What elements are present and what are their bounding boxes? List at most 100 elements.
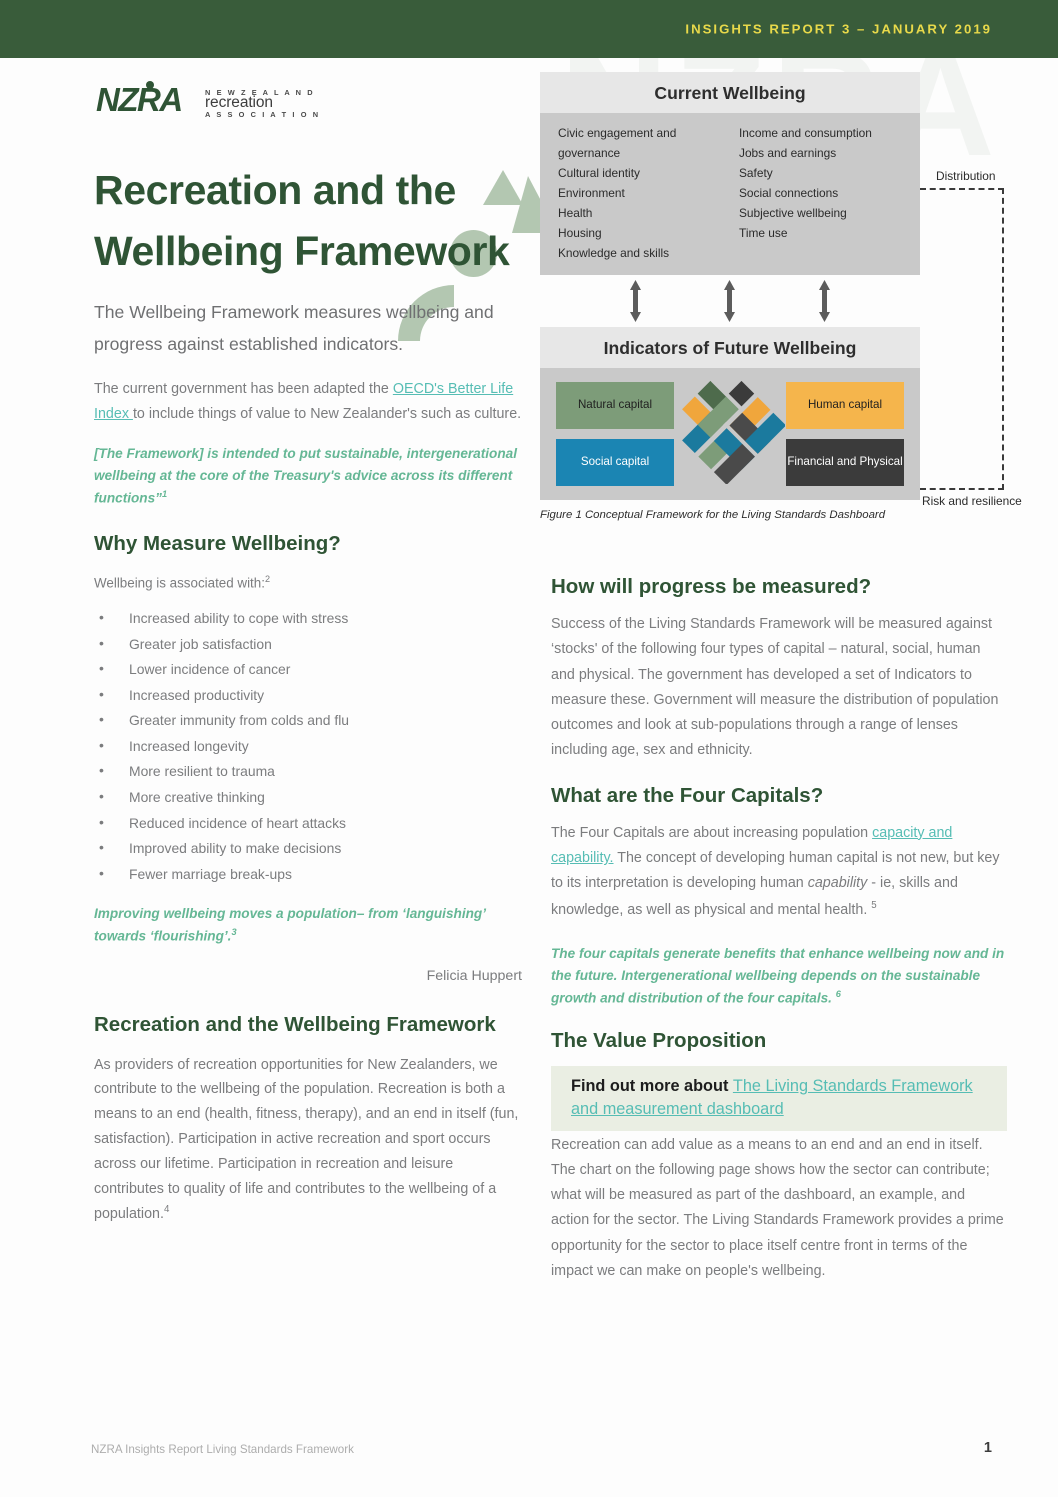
indicator-item: Knowledge and skills xyxy=(558,246,670,260)
figure-living-standards: Current Wellbeing Civic engagement and g… xyxy=(540,72,1022,521)
header-banner: INSIGHTS REPORT 3 – JANUARY 2019 xyxy=(0,0,1058,58)
indicator-item: Social connections xyxy=(739,186,839,200)
list-item: Greater job satisfaction xyxy=(94,631,522,658)
current-wellbeing-title: Current Wellbeing xyxy=(540,72,920,113)
list-item: Fewer marriage break-ups xyxy=(94,861,522,888)
indicator-item: Civic engagement and governance xyxy=(558,126,677,160)
logo-line-3: A S S O C I A T I O N xyxy=(205,109,321,119)
page-title: Recreation and the Wellbeing Framework xyxy=(94,167,510,274)
pullquote-framework: [The Framework] is intended to put susta… xyxy=(94,443,522,510)
left-column: Recreation and the Wellbeing Framework T… xyxy=(94,160,522,1243)
indicator-item: Cultural identity xyxy=(558,166,640,180)
current-wellbeing-body: Civic engagement and governance Cultural… xyxy=(540,113,920,275)
figure-diagram: Current Wellbeing Civic engagement and g… xyxy=(540,72,1022,508)
indicator-item: Time use xyxy=(739,226,788,240)
list-item: More resilient to trauma xyxy=(94,758,522,785)
recreation-paragraph-text: As providers of recreation opportunities… xyxy=(94,1056,519,1222)
list-item: Lower incidence of cancer xyxy=(94,656,522,683)
living-standards-dashboard-link[interactable]: The Living Standards Framework and measu… xyxy=(571,1077,973,1119)
double-arrow-icon xyxy=(819,280,831,322)
indicator-item: Housing xyxy=(558,226,602,240)
four-capitals-ref: 5 xyxy=(871,899,877,911)
pullquote-flourishing: Improving wellbeing moves a population– … xyxy=(94,903,522,948)
progress-paragraph: Success of the Living Standards Framewor… xyxy=(551,616,999,759)
oecd-link[interactable]: OECD's Better Life Index xyxy=(94,380,514,422)
double-arrow-icon xyxy=(629,280,641,322)
heading-progress-measured: How will progress be measured? xyxy=(551,575,872,598)
future-wellbeing-body: Natural capital Social capital Human cap… xyxy=(540,368,920,500)
indicator-item: Health xyxy=(558,206,593,220)
nzra-logo: NZRA N E W Z E A L A N D recreation A S … xyxy=(96,81,320,122)
logo-wordmark: N E W Z E A L A N D recreation A S S O C… xyxy=(205,88,320,118)
logo-line-2: recreation xyxy=(205,94,273,112)
pullquote-four-capitals: The four capitals generate benefits that… xyxy=(551,943,1007,1010)
indicator-item: Income and consumption xyxy=(739,126,872,140)
runner-head-icon xyxy=(146,81,154,89)
intro-paragraph: The current government has been adapted … xyxy=(94,377,522,427)
footer-text: NZRA Insights Report Living Standards Fr… xyxy=(91,1443,354,1456)
associated-with-text: Wellbeing is associated with: xyxy=(94,575,265,591)
recreation-paragraph-ref: 4 xyxy=(163,1204,170,1216)
pullquote-four-capitals-ref: 6 xyxy=(835,988,841,999)
indicator-item: Jobs and earnings xyxy=(739,146,837,160)
pullquote-framework-text: [The Framework] is intended to put susta… xyxy=(94,445,517,506)
four-capitals-weave-icon xyxy=(682,380,785,484)
intro-text-a: The current government has been adapted … xyxy=(94,380,393,397)
heading-recreation-framework: Recreation and the Wellbeing Framework xyxy=(94,1012,496,1036)
logo-line-1: N E W Z E A L A N D xyxy=(205,87,315,97)
pullquote-flourishing-ref: 3 xyxy=(231,927,237,938)
indicator-item: Environment xyxy=(558,186,625,200)
associated-with-label: Wellbeing is associated with:2 xyxy=(94,572,522,594)
current-wellbeing-col-2: Income and consumption Jobs and earnings… xyxy=(739,123,920,263)
bracket-label-distribution: Distribution xyxy=(936,169,996,183)
four-capitals-paragraph: The Four Capitals are about increasing p… xyxy=(551,821,1007,923)
four-capitals-text-c: - ie, skills and knowledge, as well as p… xyxy=(551,875,958,918)
pullquote-framework-ref: 1 xyxy=(161,488,168,499)
value-proposition-paragraph: Recreation can add value as a means to a… xyxy=(551,1136,1004,1280)
current-wellbeing-col-1: Civic engagement and governance Cultural… xyxy=(558,123,739,263)
indicator-item: Subjective wellbeing xyxy=(739,206,847,220)
header-banner-text: INSIGHTS REPORT 3 – JANUARY 2019 xyxy=(685,21,992,37)
bracket-label-risk: Risk and resilience xyxy=(922,494,1022,508)
callout-prefix: Find out more about xyxy=(571,1077,733,1096)
four-capitals-emphasis: capability xyxy=(807,875,868,892)
pullquote-flourishing-text: Improving wellbeing moves a population– … xyxy=(94,906,486,944)
logo-mark-text: NZRA xyxy=(96,81,183,118)
capital-box-human: Human capital xyxy=(786,382,904,429)
logo-mark: NZRA xyxy=(96,81,196,122)
decor-circle xyxy=(450,230,497,277)
double-arrow-icon xyxy=(724,280,736,322)
list-item: Improved ability to make decisions xyxy=(94,835,522,862)
wellbeing-benefits-list: Increased ability to cope with stress Gr… xyxy=(94,605,522,888)
page-number: 1 xyxy=(983,1440,992,1456)
capital-box-social: Social capital xyxy=(556,439,674,486)
list-item: Increased productivity xyxy=(94,682,522,709)
list-item: Increased ability to cope with stress xyxy=(94,605,522,632)
associated-with-ref: 2 xyxy=(264,574,271,585)
quote-attribution: Felicia Huppert xyxy=(426,967,522,984)
capital-box-financial: Financial and Physical xyxy=(786,439,904,486)
find-out-more-callout: Find out more about The Living Standards… xyxy=(551,1066,1007,1131)
figure-caption: Figure 1 Conceptual Framework for the Li… xyxy=(540,509,886,521)
figure-dashed-bracket xyxy=(920,188,1004,490)
list-item: Greater immunity from colds and flu xyxy=(94,707,522,734)
list-item: More creative thinking xyxy=(94,784,522,811)
lead-paragraph: The Wellbeing Framework measures wellbei… xyxy=(94,302,494,354)
bidirectional-arrows xyxy=(540,275,920,327)
pullquote-four-capitals-text: The four capitals generate benefits that… xyxy=(551,945,1005,1006)
heading-why-measure: Why Measure Wellbeing? xyxy=(94,532,341,556)
capacity-capability-link[interactable]: capacity and capability. xyxy=(551,824,953,867)
future-wellbeing-title: Indicators of Future Wellbeing xyxy=(540,327,920,368)
list-item: Increased longevity xyxy=(94,733,522,760)
indicator-item: Safety xyxy=(739,166,773,180)
footer-divider xyxy=(0,1440,1058,1441)
recreation-paragraph: As providers of recreation opportunities… xyxy=(94,1053,522,1227)
intro-text-b: to include things of value to New Zealan… xyxy=(132,405,522,422)
heading-value-proposition: The Value Proposition xyxy=(551,1029,767,1053)
four-capitals-text-a: The Four Capitals are about increasing p… xyxy=(551,824,873,841)
heading-four-capitals: What are the Four Capitals? xyxy=(551,783,824,807)
capital-box-natural: Natural capital xyxy=(556,382,674,429)
four-capitals-text-b: The concept of developing human capital … xyxy=(551,850,1000,892)
right-column: How will progress be measured? Success o… xyxy=(551,575,1007,1304)
